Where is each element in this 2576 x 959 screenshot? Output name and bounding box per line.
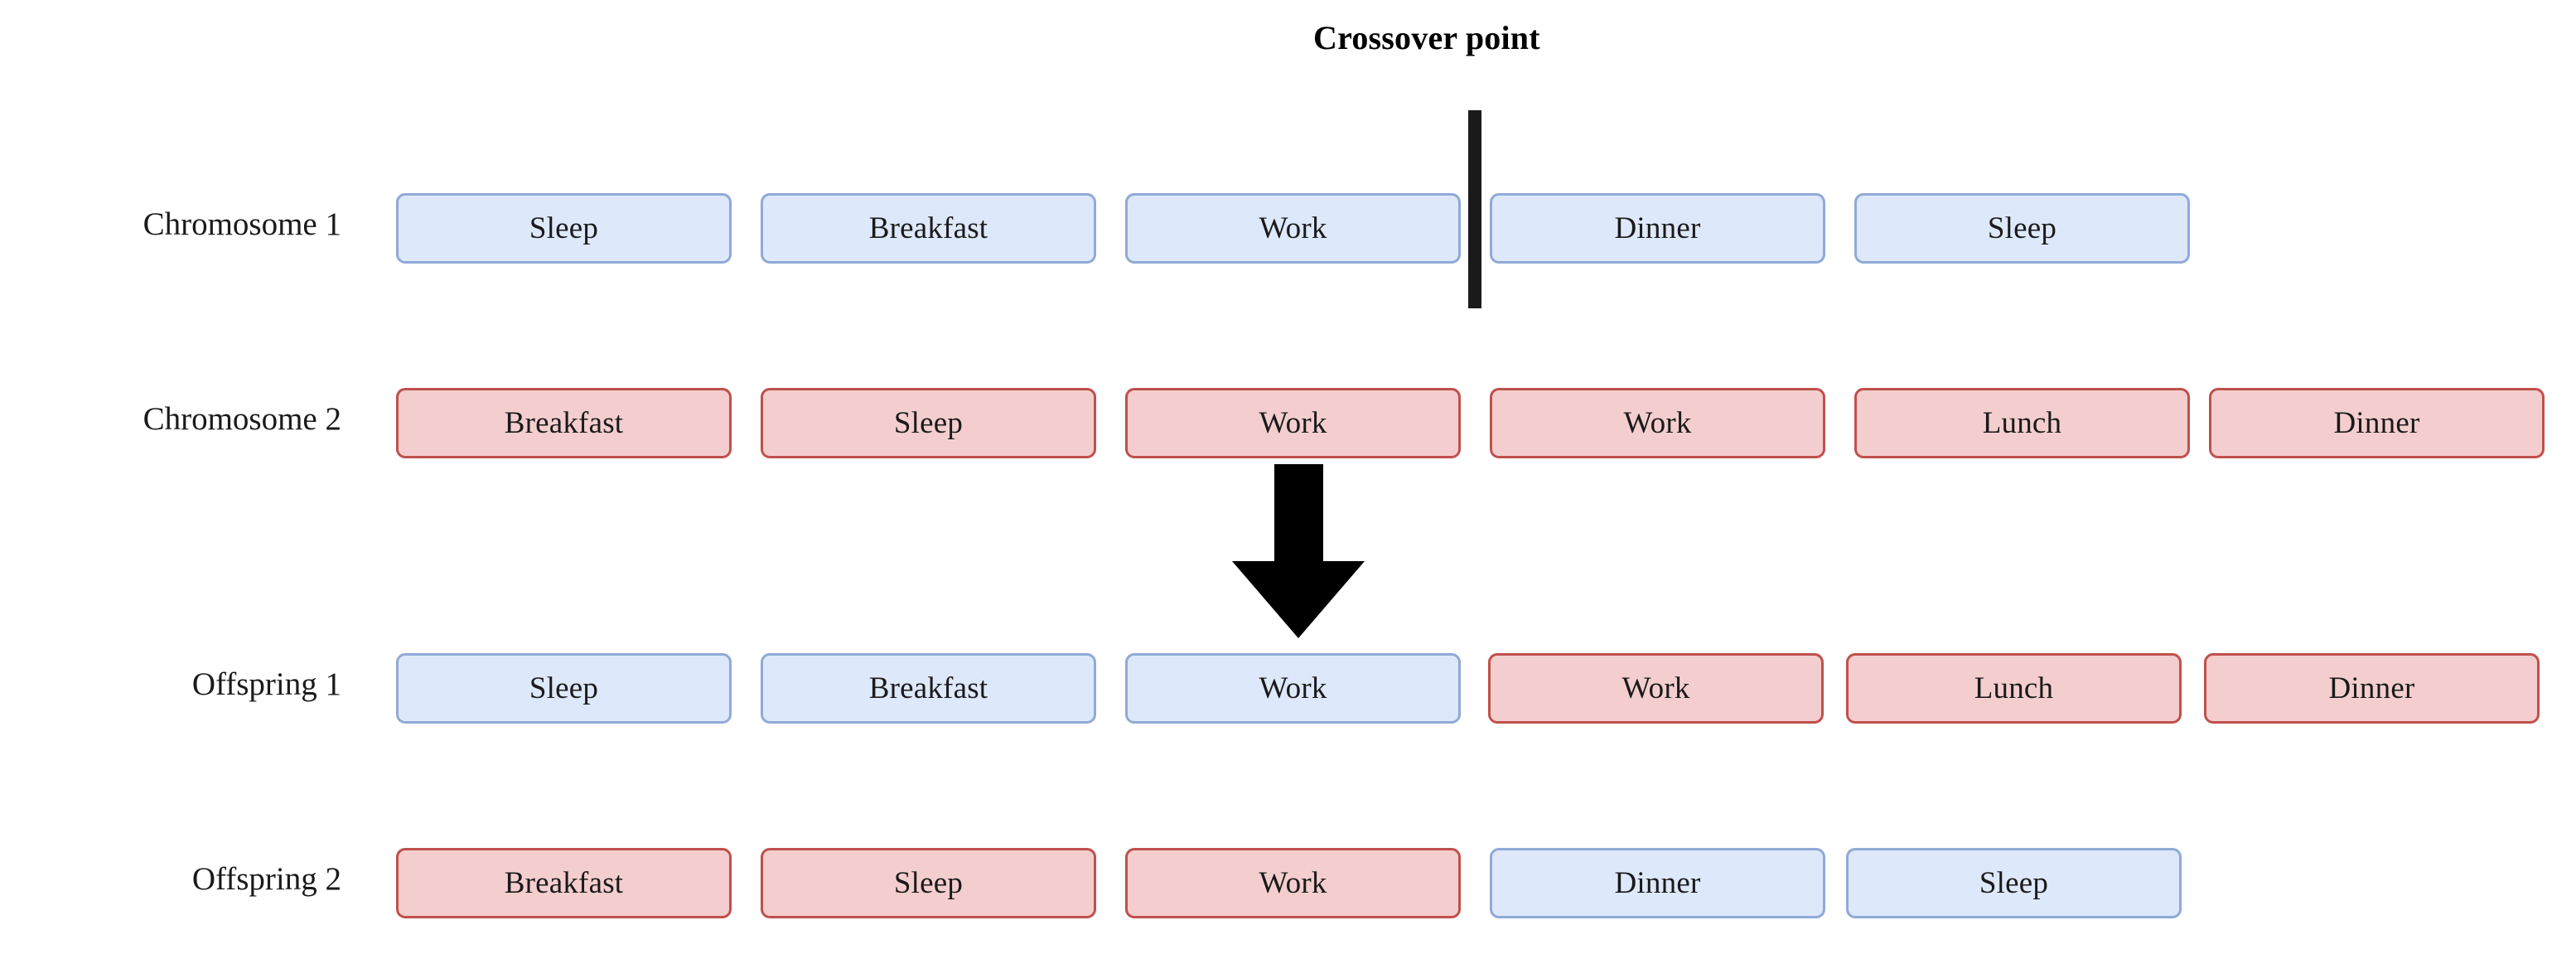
gene-box[interactable]: Breakfast <box>396 388 732 458</box>
gene-box[interactable]: Work <box>1125 388 1461 458</box>
row-label-offspring-2: Offspring 2 <box>191 861 341 897</box>
gene-box[interactable]: Lunch <box>1854 388 2190 458</box>
gene-box[interactable]: Sleep <box>761 848 1096 918</box>
gene-box[interactable]: Sleep <box>396 193 732 264</box>
gene-box[interactable]: Work <box>1125 193 1461 264</box>
gene-box[interactable]: Sleep <box>1846 848 2182 918</box>
gene-box[interactable]: Work <box>1125 653 1461 724</box>
gene-box[interactable]: Dinner <box>2204 653 2540 724</box>
crossover-point-title: Crossover point <box>1313 19 1540 56</box>
row-label-offspring-1: Offspring 1 <box>191 666 341 702</box>
gene-box[interactable]: Lunch <box>1846 653 2182 724</box>
gene-box[interactable]: Work <box>1490 388 1825 458</box>
gene-box[interactable]: Sleep <box>761 388 1096 458</box>
gene-box[interactable]: Breakfast <box>761 653 1096 724</box>
row-label-chromosome-2: Chromosome 2 <box>143 401 341 437</box>
gene-box[interactable]: Breakfast <box>396 848 732 918</box>
gene-box[interactable]: Breakfast <box>761 193 1096 264</box>
crossover-point-marker <box>1468 110 1481 308</box>
gene-box[interactable]: Sleep <box>1854 193 2190 264</box>
gene-box[interactable]: Work <box>1488 653 1824 724</box>
gene-box[interactable]: Dinner <box>2209 388 2545 458</box>
gene-box[interactable]: Work <box>1125 848 1461 918</box>
gene-box[interactable]: Dinner <box>1490 193 1825 264</box>
row-label-chromosome-1: Chromosome 1 <box>143 206 341 242</box>
gene-box[interactable]: Dinner <box>1490 848 1825 918</box>
gene-box[interactable]: Sleep <box>396 653 732 724</box>
